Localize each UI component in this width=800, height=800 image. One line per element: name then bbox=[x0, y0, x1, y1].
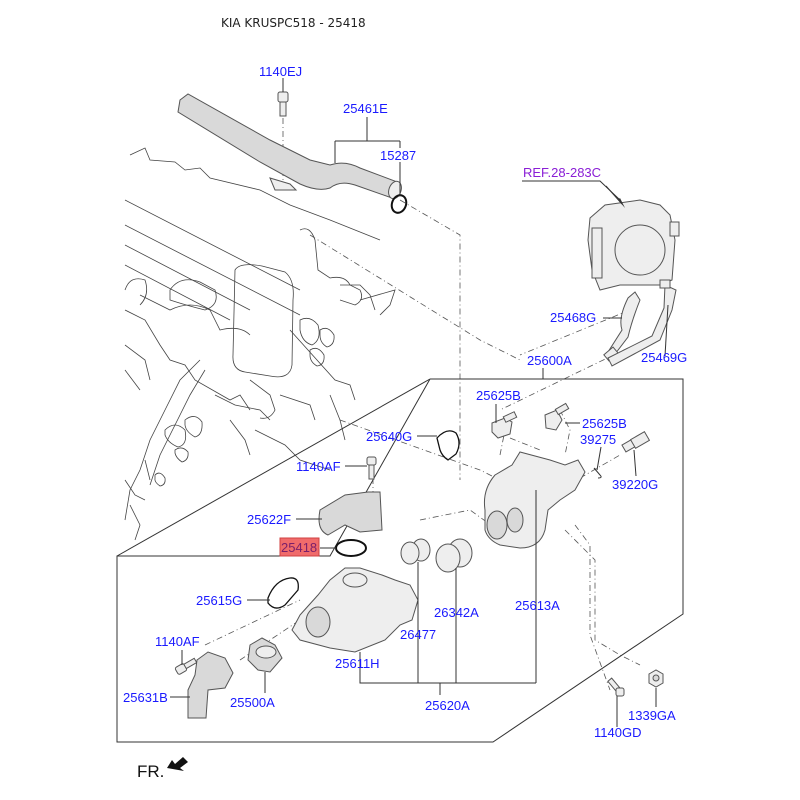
part-label-25631B[interactable]: 25631B bbox=[123, 690, 168, 705]
part-label-25461E[interactable]: 25461E bbox=[343, 101, 388, 116]
part-label-26477[interactable]: 26477 bbox=[400, 627, 436, 642]
engine-block-outline bbox=[124, 147, 396, 541]
front-direction-label: FR. bbox=[137, 762, 165, 781]
part-label-25625B-left[interactable]: 25625B bbox=[476, 388, 521, 403]
front-arrow-icon bbox=[167, 757, 188, 771]
part-label-25640G[interactable]: 25640G bbox=[366, 429, 412, 444]
outlet-housing-25613A[interactable] bbox=[484, 451, 586, 549]
part-label-15287[interactable]: 15287 bbox=[380, 148, 416, 163]
assembly-lines bbox=[204, 118, 641, 691]
part-label-25418[interactable]: 25418 bbox=[281, 540, 317, 555]
water-pipe-25461E[interactable] bbox=[177, 93, 404, 201]
part-label-25625B-right[interactable]: 25625B bbox=[582, 416, 627, 431]
assembly-group-divider bbox=[116, 378, 431, 557]
part-label-25500A[interactable]: 25500A bbox=[230, 695, 275, 710]
bolt-1140AF-upper[interactable] bbox=[366, 456, 377, 480]
bolt-1140EJ[interactable] bbox=[277, 91, 289, 117]
bolt-1140GD[interactable] bbox=[607, 677, 625, 697]
gasket-25640G[interactable] bbox=[436, 430, 460, 461]
temp-sensor-39220G[interactable] bbox=[621, 430, 651, 453]
part-label-1140AF-lower[interactable]: 1140AF bbox=[155, 634, 200, 649]
thermostat-25500A[interactable] bbox=[247, 637, 283, 673]
throttle-body[interactable] bbox=[587, 199, 680, 291]
o-ring-15287[interactable] bbox=[389, 193, 408, 215]
bolt-1140AF-lower[interactable] bbox=[174, 657, 198, 675]
leader-lines bbox=[170, 78, 669, 727]
part-label-25468G[interactable]: 25468G bbox=[550, 310, 596, 325]
clip-39275[interactable] bbox=[593, 467, 602, 479]
part-label-26342A[interactable]: 26342A bbox=[434, 605, 479, 620]
seal-26477[interactable] bbox=[400, 538, 431, 565]
gasket-25615G[interactable] bbox=[267, 577, 299, 609]
part-label-25620A[interactable]: 25620A bbox=[425, 698, 470, 713]
hose-25469G[interactable] bbox=[607, 284, 677, 367]
elbow-25622F[interactable] bbox=[318, 491, 383, 536]
nut-1339GA[interactable] bbox=[648, 669, 664, 688]
inlet-fitting-25631B[interactable] bbox=[187, 651, 234, 719]
part-label-39275[interactable]: 39275 bbox=[580, 432, 616, 447]
part-label-1140GD[interactable]: 1140GD bbox=[594, 725, 641, 740]
part-label-25600A[interactable]: 25600A bbox=[527, 353, 572, 368]
reference-arrowhead bbox=[618, 198, 625, 208]
o-ring-25418[interactable] bbox=[335, 539, 367, 557]
part-label-1140AF-upper[interactable]: 1140AF bbox=[296, 459, 341, 474]
thermostat-housing-25611H[interactable] bbox=[291, 567, 419, 653]
fitting-25625B-right[interactable] bbox=[544, 402, 570, 431]
part-label-25611H[interactable]: 25611H bbox=[335, 656, 380, 671]
fitting-25625B-left[interactable] bbox=[491, 411, 518, 439]
part-label-25615G[interactable]: 25615G bbox=[196, 593, 242, 608]
part-label-25469G[interactable]: 25469G bbox=[641, 350, 687, 365]
part-label-25622F[interactable]: 25622F bbox=[247, 512, 291, 527]
reference-label[interactable]: REF.28-283C bbox=[523, 165, 601, 180]
part-label-25613A[interactable]: 25613A bbox=[515, 598, 560, 613]
part-label-39220G[interactable]: 39220G bbox=[612, 477, 658, 492]
diagram-title: KIA KRUSPC518 - 25418 bbox=[221, 16, 366, 30]
part-label-1140EJ[interactable]: 1140EJ bbox=[259, 64, 302, 79]
hose-clamp bbox=[659, 279, 671, 289]
highlight-box bbox=[279, 537, 320, 557]
part-label-1339GA[interactable]: 1339GA bbox=[628, 708, 676, 723]
seal-26342A[interactable] bbox=[435, 538, 473, 573]
